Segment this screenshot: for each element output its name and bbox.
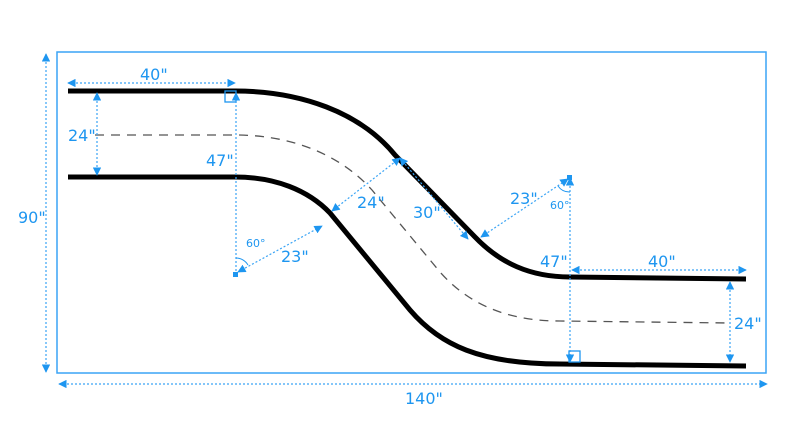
boundary-frame	[56, 51, 767, 374]
label-diagonal-length: 30"	[413, 203, 441, 222]
label-right-radius: 23"	[510, 189, 538, 208]
label-left-angle: 60°	[246, 237, 266, 250]
label-diagonal-width: 24"	[357, 193, 385, 212]
label-left-radius: 23"	[281, 247, 309, 266]
label-total-width: 140"	[405, 389, 443, 408]
label-total-height: 90"	[18, 208, 46, 227]
label-bottom-right-length: 40"	[648, 252, 676, 271]
road-upper-edge	[68, 88, 747, 282]
label-left-radius-offset: 47"	[206, 151, 234, 170]
right-angle-marker-bottom	[568, 350, 581, 363]
label-left-width: 24"	[68, 126, 96, 145]
label-top-left-length: 40"	[140, 65, 168, 84]
label-right-angle: 60°	[550, 199, 570, 212]
label-right-width: 24"	[734, 314, 762, 333]
dimension-lines	[41, 53, 768, 389]
label-right-radius-offset: 47"	[540, 252, 568, 271]
road-centerline	[95, 134, 731, 324]
road-lower-edge	[68, 174, 747, 369]
